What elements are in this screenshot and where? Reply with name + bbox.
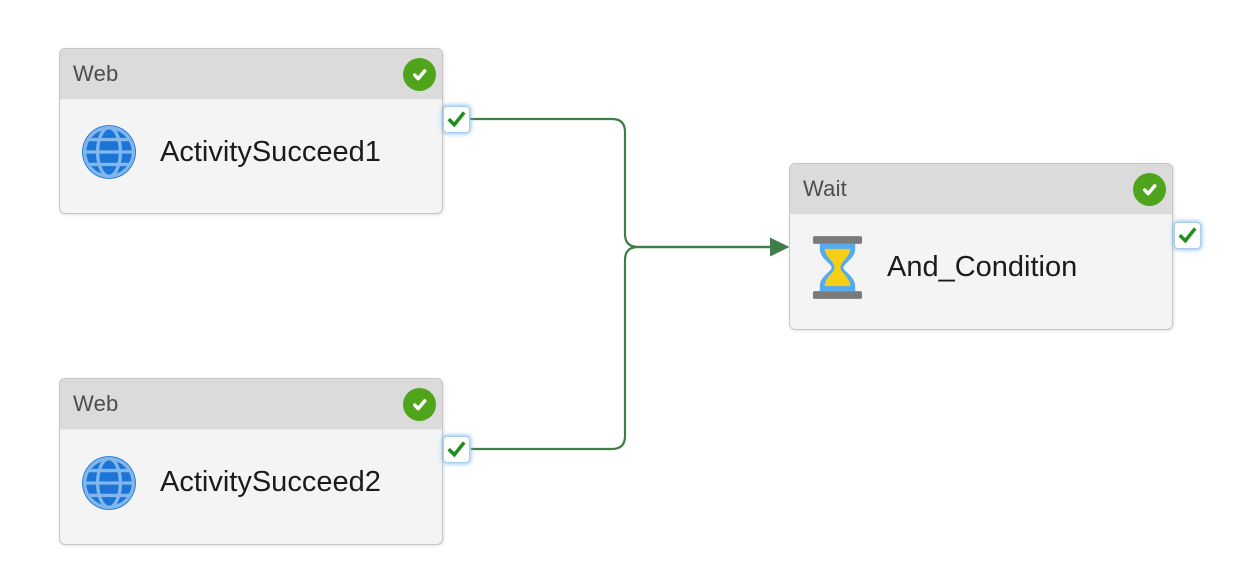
activity-type-label: Web <box>73 61 119 86</box>
output-port-succeeded-activitysucceed1[interactable] <box>443 106 470 133</box>
activity-node-body: ActivitySucceed2 <box>60 430 442 544</box>
status-succeeded-icon <box>1133 172 1166 206</box>
activity-type-header: Web <box>60 49 442 100</box>
globe-icon <box>80 123 138 181</box>
activity-node-activitysucceed2[interactable]: Web ActivitySucceed2 <box>59 378 443 545</box>
activity-node-activitysucceed1[interactable]: Web ActivitySucceed1 <box>59 48 443 214</box>
activity-type-label: Wait <box>803 176 847 201</box>
activity-type-header: Web <box>60 379 442 430</box>
edge-arrowhead-icon <box>770 237 790 257</box>
status-succeeded-icon <box>403 387 436 421</box>
activity-type-label: Web <box>73 391 119 416</box>
activity-name-label: And_Condition <box>887 253 1078 282</box>
output-port-succeeded-and-condition[interactable] <box>1174 222 1201 249</box>
status-succeeded-icon <box>403 57 436 91</box>
activity-node-body: And_Condition <box>790 215 1172 329</box>
edge-activitysucceed1-to-and-condition[interactable] <box>470 117 771 249</box>
globe-icon <box>80 454 138 512</box>
hourglass-icon <box>810 236 865 299</box>
edge-activitysucceed2-to-and-condition[interactable] <box>471 245 771 451</box>
activity-name-label: ActivitySucceed1 <box>160 137 381 167</box>
activity-node-body: ActivitySucceed1 <box>60 100 442 213</box>
activity-type-header: Wait <box>790 164 1172 215</box>
activity-name-label: ActivitySucceed2 <box>160 468 381 497</box>
activity-node-and-condition[interactable]: Wait And_Condition <box>789 163 1173 330</box>
output-port-succeeded-activitysucceed2[interactable] <box>443 436 470 463</box>
